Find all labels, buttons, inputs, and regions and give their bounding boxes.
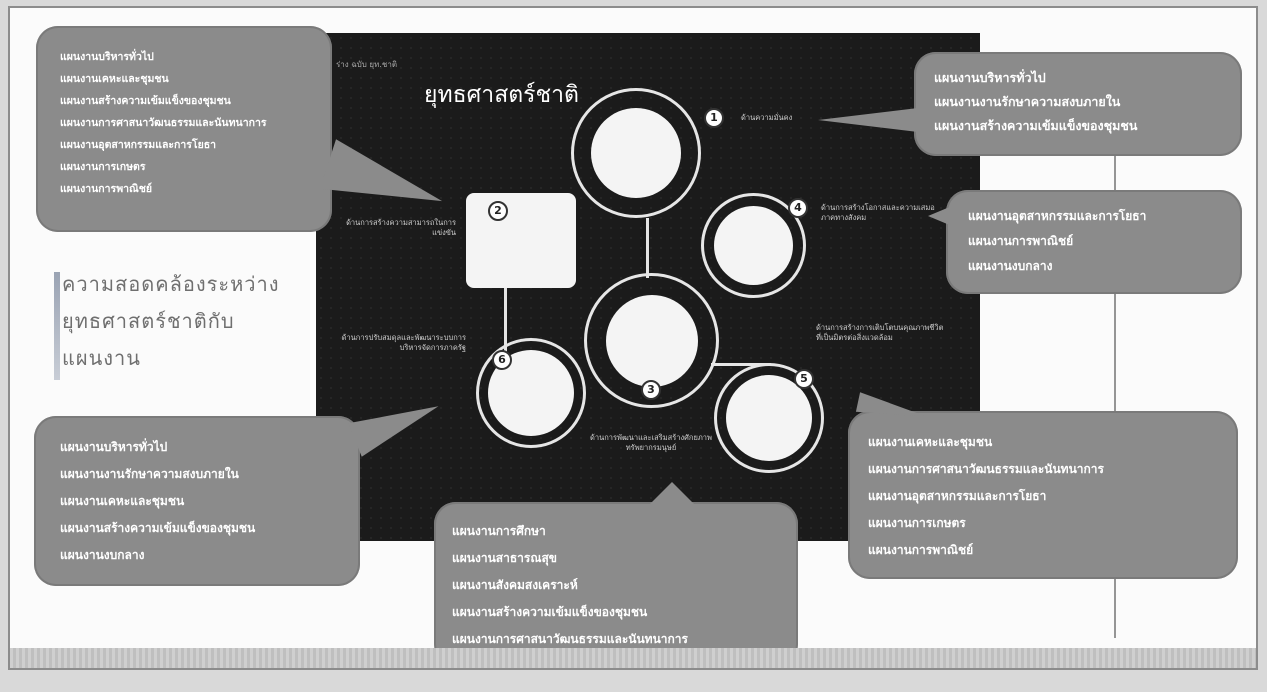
bubble-pointer xyxy=(818,108,918,132)
heading-line-1: ความสอดคล้องระหว่าง xyxy=(62,272,280,296)
plan-item: แผนงานการพาณิชย์ xyxy=(968,234,1074,248)
plan-item: แผนงานการศึกษา xyxy=(452,524,546,538)
strategy-label-1: ด้านความมั่นคง xyxy=(741,113,793,122)
plan-item: แผนงานการศาสนาวัฒนธรรมและนันทนาการ xyxy=(60,117,267,129)
plan-item: แผนงานเคหะและชุมชน xyxy=(60,73,169,85)
plan-item: แผนงานสังคมสงเคราะห์ xyxy=(452,578,578,592)
bubble-pointer xyxy=(928,206,952,226)
strategy-circle-3 xyxy=(584,273,719,408)
strategy-label-6: ด้านการปรับสมดุลและพัฒนาระบบการบริหารจัด… xyxy=(341,333,466,352)
document-page: ร่าง ฉบับ ยุท.ชาติ ยุทธศาสตร์ชาติ 1 ด้าน… xyxy=(8,6,1258,670)
strategy-label-2: ด้านการสร้างความสามารถในการแข่งขัน xyxy=(346,218,456,237)
plan-item: แผนงานสาธารณสุข xyxy=(452,551,557,565)
heading-line-3: แผนงาน xyxy=(62,346,141,370)
panel-header: ร่าง ฉบับ ยุท.ชาติ xyxy=(336,60,398,69)
plan-item: แผนงานอุตสาหกรรมและการโยธา xyxy=(968,209,1147,223)
plan-item: แผนงานเคหะและชุมชน xyxy=(868,435,993,449)
strategy-label-3: ด้านการพัฒนาและเสริมสร้างศักยภาพทรัพยากร… xyxy=(590,433,712,452)
plan-item: แผนงานสร้างความเข้มแข็งของชุมชน xyxy=(452,605,648,619)
strategy-label-4: ด้านการสร้างโอกาสและความเสมอภาคทางสังคม xyxy=(821,203,935,222)
strategy-circle-5 xyxy=(714,363,824,473)
strategy-label-5: ด้านการสร้างการเติบโตบนคุณภาพชีวิตที่เป็… xyxy=(816,323,944,342)
plan-item: แผนงานงบกลาง xyxy=(968,259,1053,273)
strategy-number-6: 6 xyxy=(492,350,512,370)
competitiveness-illustration xyxy=(466,193,576,288)
strategy-circle-6 xyxy=(476,338,586,448)
connector-line xyxy=(646,218,649,278)
plan-item: แผนงานงานรักษาความสงบภายใน xyxy=(60,467,239,481)
plan-item: แผนงานการพาณิชย์ xyxy=(60,183,153,195)
plan-item: แผนงานการศาสนาวัฒนธรรมและนันทนาการ xyxy=(452,632,688,646)
strategy-number-2: 2 xyxy=(488,201,508,221)
plan-item: แผนงานงบกลาง xyxy=(60,548,145,562)
connector-line xyxy=(711,363,771,366)
plan-bubble-top-right: แผนงานบริหารทั่วไป แผนงานงานรักษาความสงบ… xyxy=(914,52,1242,156)
plan-item: แผนงานสร้างความเข้มแข็งของชุมชน xyxy=(60,95,231,107)
plan-item: แผนงานอุตสาหกรรมและการโยธา xyxy=(60,139,217,151)
environment-illustration xyxy=(726,375,812,461)
plan-item: แผนงานบริหารทั่วไป xyxy=(60,440,168,454)
section-heading: ความสอดคล้องระหว่าง ยุทธศาสตร์ชาติกับ แผ… xyxy=(54,266,312,380)
plan-item: แผนงานการพาณิชย์ xyxy=(868,543,974,557)
human-resource-illustration xyxy=(606,295,698,387)
strategy-circle-4 xyxy=(701,193,806,298)
plan-bubble-bottom-right: แผนงานเคหะและชุมชน แผนงานการศาสนาวัฒนธรร… xyxy=(848,411,1238,579)
connector-line xyxy=(504,283,507,373)
plan-item: แผนงานงานรักษาความสงบภายใน xyxy=(934,94,1121,109)
strategy-circle-1 xyxy=(571,88,701,218)
plan-item: แผนงานอุตสาหกรรมและการโยธา xyxy=(868,489,1047,503)
security-illustration xyxy=(591,108,681,198)
strategy-number-4: 4 xyxy=(788,198,808,218)
scan-bottom-strip xyxy=(10,648,1256,668)
plan-item: แผนงานการศาสนาวัฒนธรรมและนันทนาการ xyxy=(868,462,1104,476)
strategy-number-1: 1 xyxy=(704,108,724,128)
heading-line-2: ยุทธศาสตร์ชาติกับ xyxy=(62,309,235,333)
plan-item: แผนงานบริหารทั่วไป xyxy=(60,51,154,63)
plan-item: แผนงานการเกษตร xyxy=(60,161,146,173)
equality-illustration xyxy=(714,206,793,285)
plan-item: แผนงานการเกษตร xyxy=(868,516,966,530)
plan-bubble-mid-right: แผนงานอุตสาหกรรมและการโยธา แผนงานการพาณิ… xyxy=(946,190,1242,294)
plan-bubble-bottom-center: แผนงานการศึกษา แผนงานสาธารณสุข แผนงานสัง… xyxy=(434,502,798,666)
plan-bubble-bottom-left: แผนงานบริหารทั่วไป แผนงานงานรักษาความสงบ… xyxy=(34,416,360,586)
plan-item: แผนงานบริหารทั่วไป xyxy=(934,70,1046,85)
strategy-number-5: 5 xyxy=(794,369,814,389)
heading-accent-bar xyxy=(54,272,60,380)
panel-title: ยุทธศาสตร์ชาติ xyxy=(424,82,579,108)
bubble-pointer xyxy=(650,482,694,504)
plan-item: แผนงานสร้างความเข้มแข็งของชุมชน xyxy=(60,521,256,535)
plan-item: แผนงานเคหะและชุมชน xyxy=(60,494,185,508)
strategy-number-3: 3 xyxy=(641,380,661,400)
plan-bubble-top-left: แผนงานบริหารทั่วไป แผนงานเคหะและชุมชน แผ… xyxy=(36,26,332,232)
scan-line xyxy=(1114,58,1116,638)
plan-item: แผนงานสร้างความเข้มแข็งของชุมชน xyxy=(934,118,1138,133)
